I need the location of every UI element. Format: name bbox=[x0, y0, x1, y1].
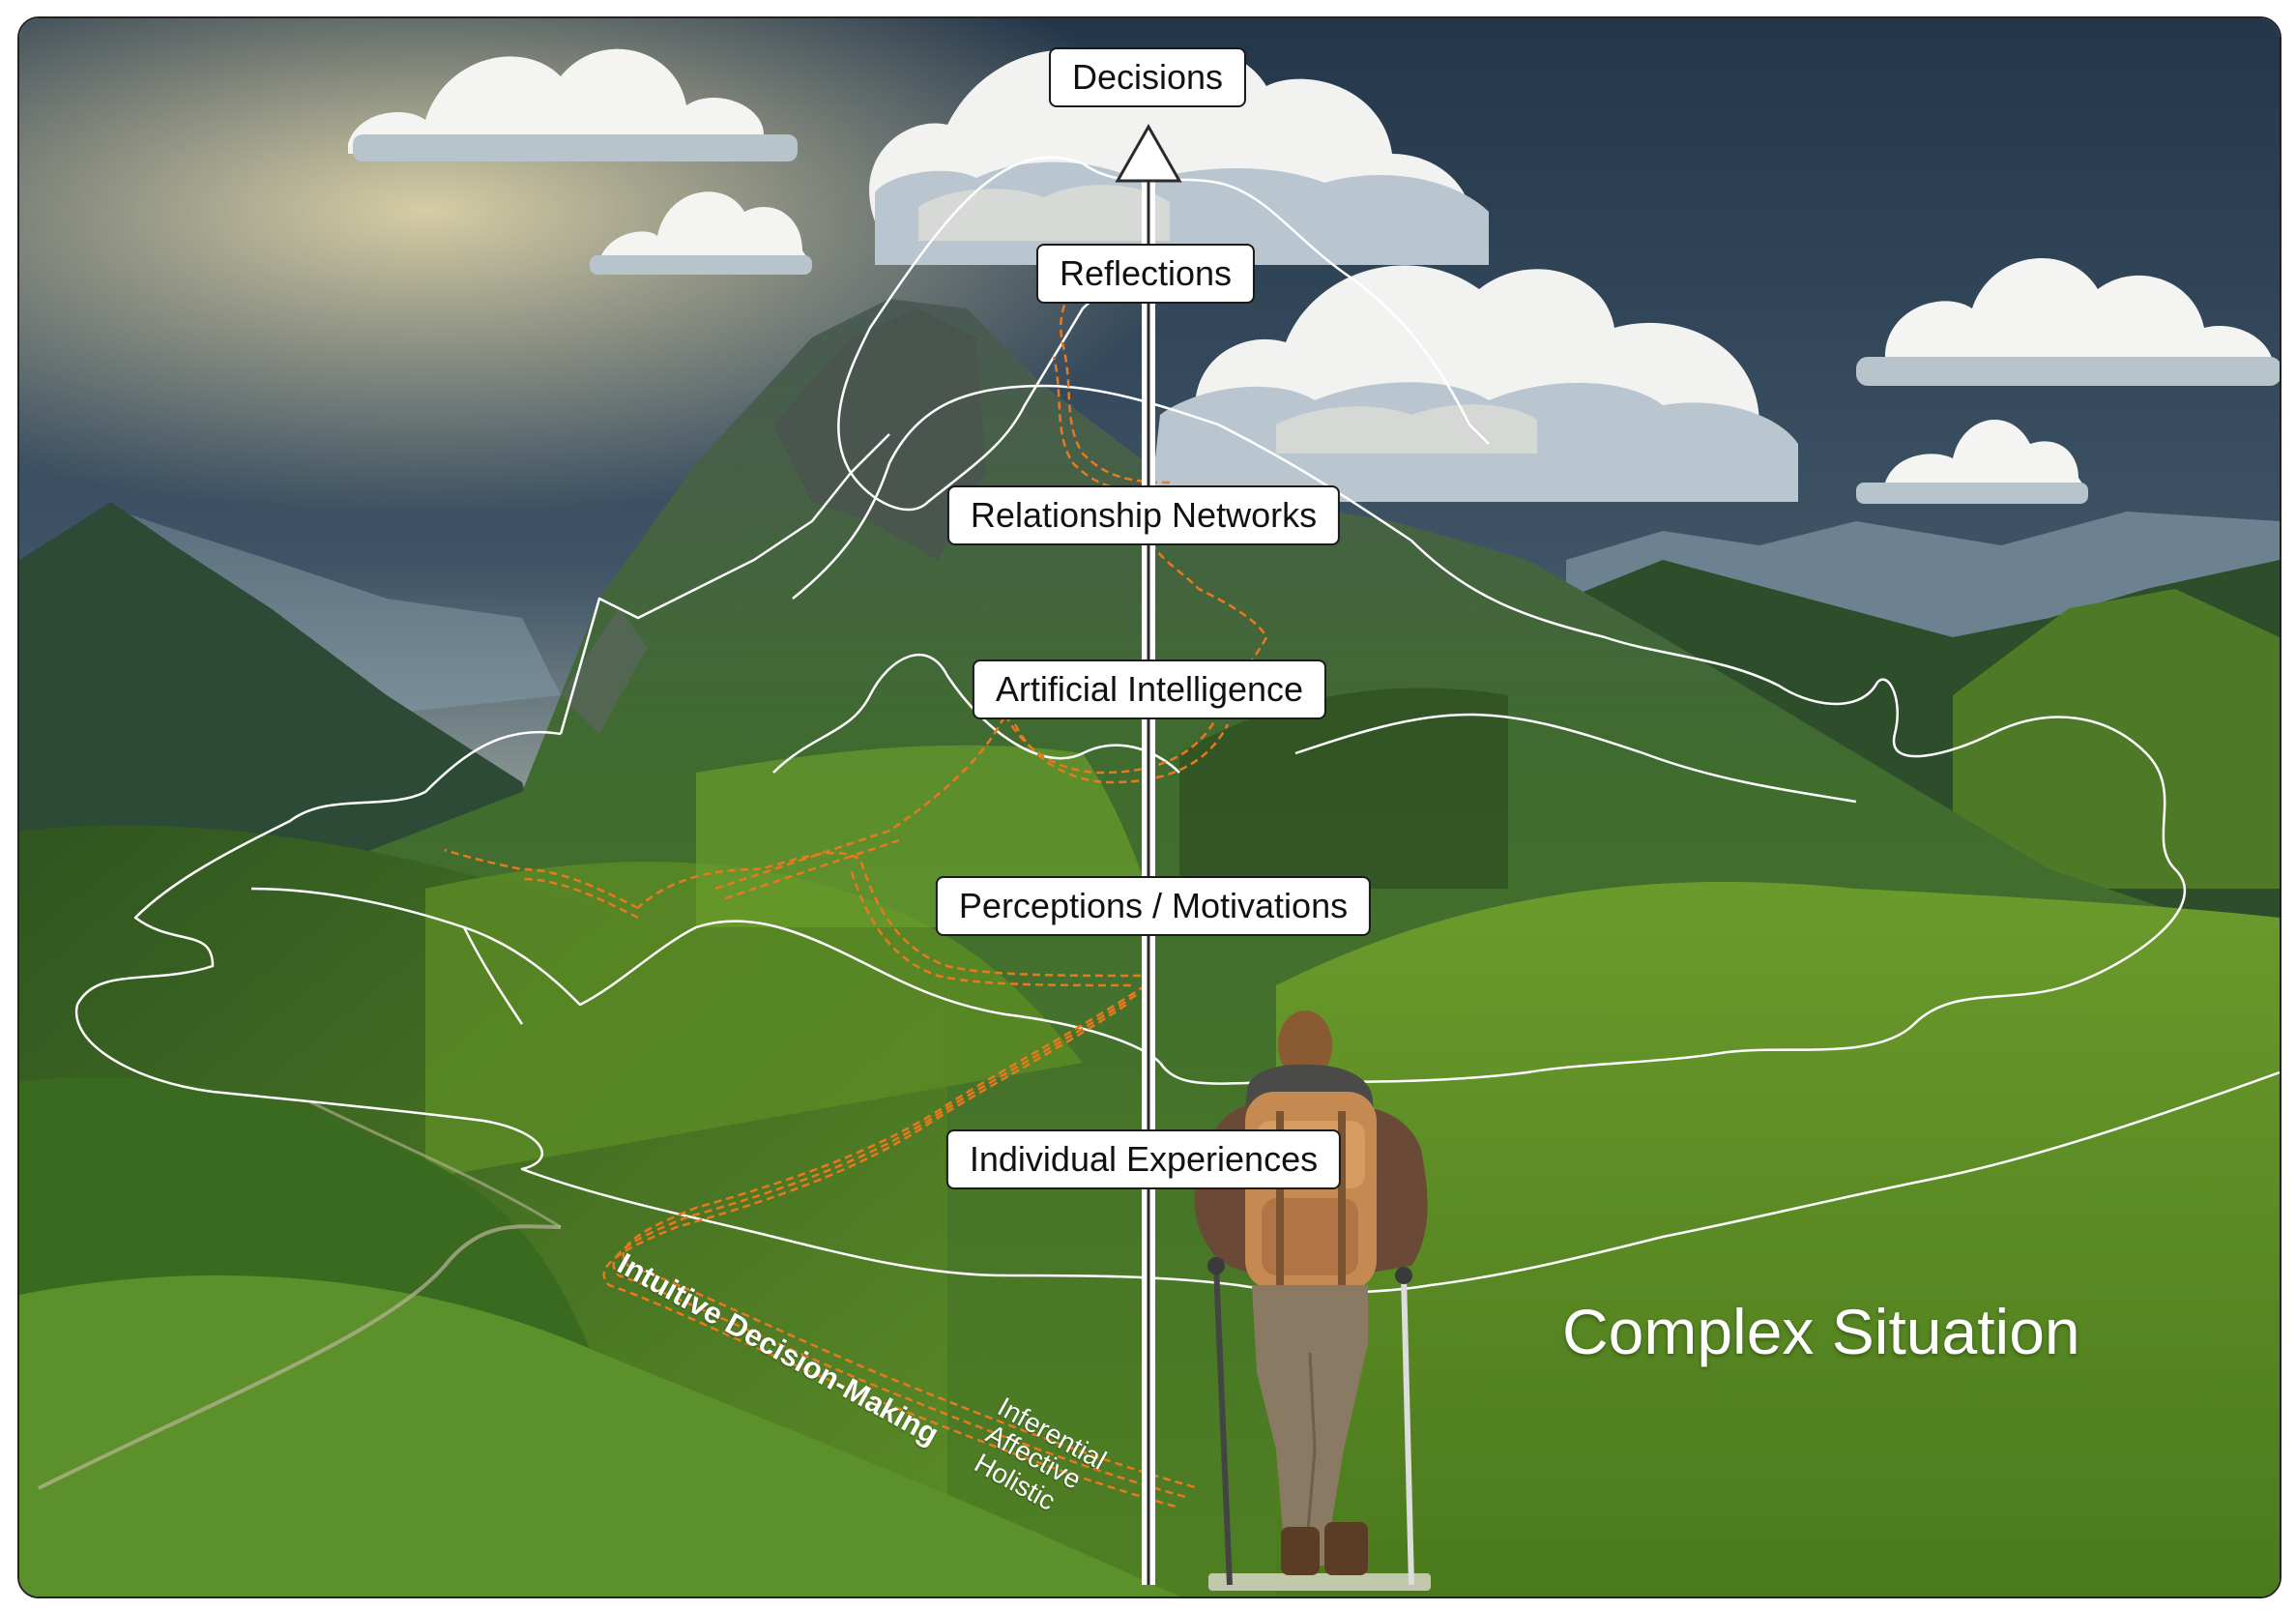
cloud bbox=[1856, 257, 2280, 386]
complex-situation-title: Complex Situation bbox=[1562, 1296, 2080, 1367]
label-decisions: Decisions bbox=[1048, 47, 1247, 107]
cloud bbox=[348, 48, 798, 161]
label-perceptions-motivations: Perceptions / Motivations bbox=[935, 876, 1372, 936]
landscape-illustration bbox=[19, 18, 2280, 1596]
cloud bbox=[1150, 265, 1798, 502]
mountain-scene: Decisions Reflections Relationship Netwo… bbox=[17, 16, 2281, 1598]
cloud bbox=[590, 191, 812, 275]
label-artificial-intelligence: Artificial Intelligence bbox=[972, 659, 1327, 719]
label-reflections: Reflections bbox=[1035, 244, 1256, 304]
cloud bbox=[1856, 419, 2088, 504]
decision-path bbox=[444, 269, 1268, 1509]
label-individual-experiences: Individual Experiences bbox=[945, 1129, 1342, 1189]
cloud bbox=[869, 48, 1489, 265]
label-relationship-networks: Relationship Networks bbox=[946, 485, 1341, 545]
